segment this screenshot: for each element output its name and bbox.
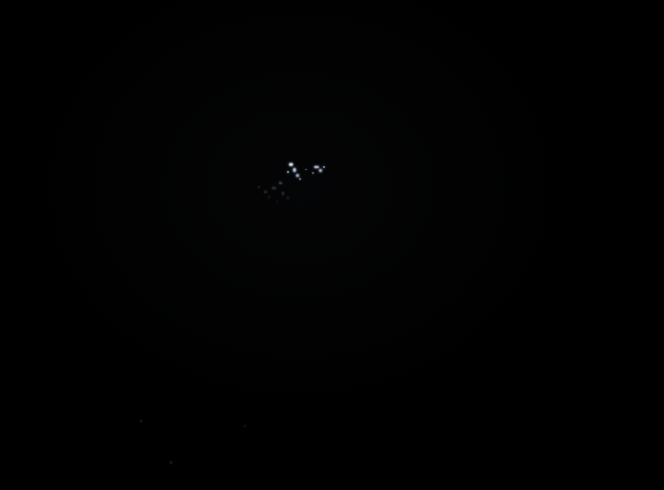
dark-photo-frame [0, 0, 664, 490]
vignette-overlay [0, 0, 664, 490]
